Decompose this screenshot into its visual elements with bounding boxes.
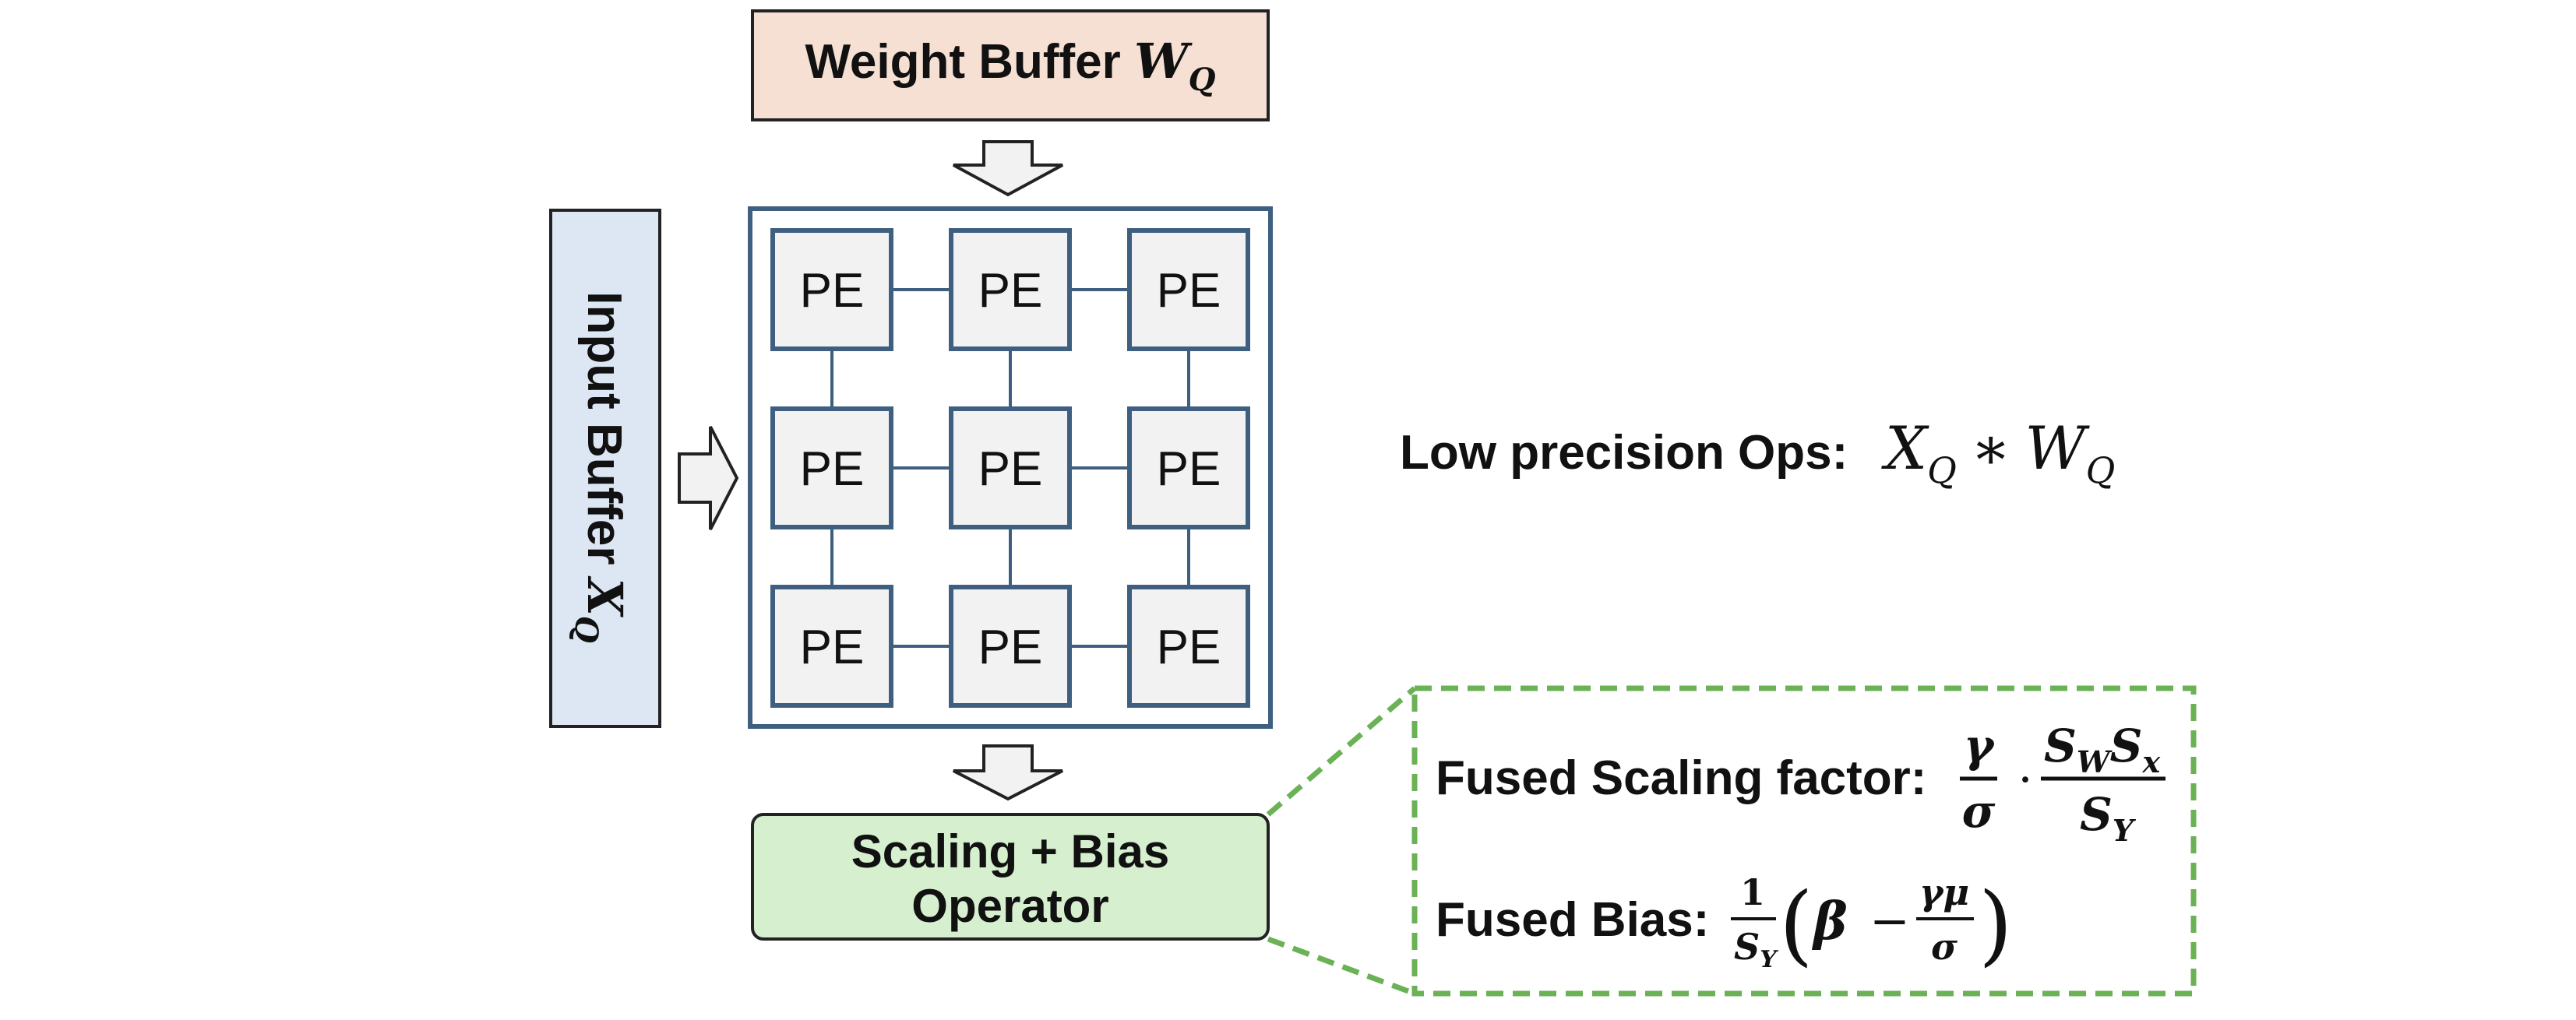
- pe-cell-box: [949, 228, 1072, 351]
- fs-gamma: γ: [1964, 719, 1996, 772]
- pe-cell-box: [770, 585, 893, 708]
- input-buffer-subscript: Q: [568, 616, 604, 643]
- low-precision-label: Low precision Ops:: [1400, 426, 1848, 480]
- pe-cell-label: PE: [978, 264, 1043, 318]
- input-buffer-text: Input Buffer: [577, 291, 631, 579]
- pe-cell-box: [1127, 585, 1250, 708]
- pe-cells: PE PE PE PE PE PE PE PE PE: [770, 228, 1250, 708]
- weight-buffer-text: Weight Buffer: [805, 35, 1135, 89]
- weight-buffer: Weight Buffer WQ: [751, 9, 1270, 121]
- pe-cell-label: PE: [1157, 442, 1221, 496]
- pe-cell: PE: [770, 585, 893, 708]
- zoom-line-top: [1266, 686, 1417, 817]
- fb-beta: β: [1811, 891, 1848, 951]
- pe-cell: PE: [1127, 228, 1250, 351]
- pe-cell-label: PE: [1157, 621, 1221, 674]
- fb-sigma: σ: [1931, 926, 1958, 968]
- fused-bias: Fused Bias: 1 SY ( β − γμ σ ): [1436, 871, 2013, 976]
- weight-buffer-symbol: W: [1134, 33, 1193, 90]
- pe-cell-label: PE: [800, 264, 865, 318]
- input-buffer: Input Buffer XQ: [549, 209, 661, 728]
- low-precision-ops: Low precision Ops: XQ∗WQ: [1400, 413, 2115, 491]
- fs-denominator: SY: [2080, 788, 2137, 848]
- input-buffer-symbol: X: [576, 575, 633, 618]
- fused-bias-label: Fused Bias:: [1436, 893, 1709, 947]
- pe-cell: PE: [770, 228, 893, 351]
- input-to-array-arrow: [678, 426, 739, 530]
- pe-cell-label: PE: [800, 442, 865, 496]
- fb-den-s-sub: Y: [1760, 946, 1778, 973]
- pe-cell-label: PE: [978, 621, 1043, 674]
- fb-den-s: S: [1734, 926, 1760, 968]
- pe-array: PE PE PE PE PE PE PE PE PE: [748, 206, 1273, 729]
- pe-cell-box: [949, 406, 1072, 529]
- fs-num-s1-sub: W: [2077, 744, 2113, 779]
- fs-num-s1: S: [2044, 719, 2077, 772]
- lp-x-sub: Q: [1927, 449, 1957, 491]
- fb-minus: −: [1869, 892, 1910, 949]
- pe-cell-box: [770, 228, 893, 351]
- array-to-operator-arrow: [953, 744, 1063, 801]
- fb-rparen: ): [1979, 874, 2013, 976]
- operator-line-2: Operator: [911, 880, 1108, 932]
- weight-to-array-arrow: [953, 140, 1063, 197]
- pe-cell-label: PE: [978, 442, 1043, 496]
- fb-one: 1: [1740, 871, 1765, 913]
- lp-w-sub: Q: [2086, 449, 2116, 491]
- pe-cell: PE: [770, 406, 893, 529]
- fb-gamma-mu: γμ: [1919, 871, 1969, 913]
- fb-den: SY: [1734, 926, 1778, 973]
- pe-cell: PE: [1127, 585, 1250, 708]
- fused-detail-box: [1411, 685, 2197, 997]
- input-buffer-box: [549, 209, 661, 728]
- weight-buffer-subscript: Q: [1189, 62, 1216, 98]
- low-precision-formula: XQ∗WQ: [1881, 413, 2115, 491]
- fs-sigma: σ: [1962, 785, 1996, 838]
- pe-cell-box: [1127, 406, 1250, 529]
- lp-op: ∗: [1971, 413, 2011, 483]
- scaling-bias-operator: Scaling + Bias Operator: [751, 813, 1270, 941]
- fs-den-s: S: [2080, 788, 2113, 841]
- pe-cell: PE: [949, 585, 1072, 708]
- pe-connections: [830, 288, 1190, 648]
- zoom-line-bottom: [1267, 936, 1416, 997]
- operator-box: [751, 813, 1270, 941]
- pe-cell-label: PE: [1157, 264, 1221, 318]
- pe-cell: PE: [1127, 406, 1250, 529]
- pe-cell-box: [1127, 228, 1250, 351]
- lp-x: X: [1881, 413, 1929, 483]
- fused-scaling-label: Fused Scaling factor:: [1436, 751, 1926, 805]
- fused-scaling-factor: Fused Scaling factor: γ σ · SWSx SY: [1436, 719, 2165, 848]
- pe-cell-box: [949, 585, 1072, 708]
- lp-w: W: [2025, 413, 2090, 483]
- fb-lparen: (: [1779, 874, 1813, 976]
- fs-den-s-sub: Y: [2113, 813, 2137, 848]
- pe-cell-label: PE: [800, 621, 865, 674]
- input-buffer-label: Input Buffer XQ: [568, 291, 633, 643]
- pe-cell-box: [770, 406, 893, 529]
- fs-dot: ·: [2017, 753, 2032, 807]
- fs-num-s2: S: [2110, 719, 2143, 772]
- fs-numerator: SWSx: [2044, 719, 2161, 779]
- weight-buffer-box: [751, 9, 1270, 121]
- operator-line-1: Scaling + Bias: [851, 825, 1170, 878]
- fs-num-s2-sub: x: [2141, 744, 2161, 779]
- pe-cell: PE: [949, 406, 1072, 529]
- weight-buffer-label: Weight Buffer WQ: [805, 33, 1216, 98]
- pe-cell: PE: [949, 228, 1072, 351]
